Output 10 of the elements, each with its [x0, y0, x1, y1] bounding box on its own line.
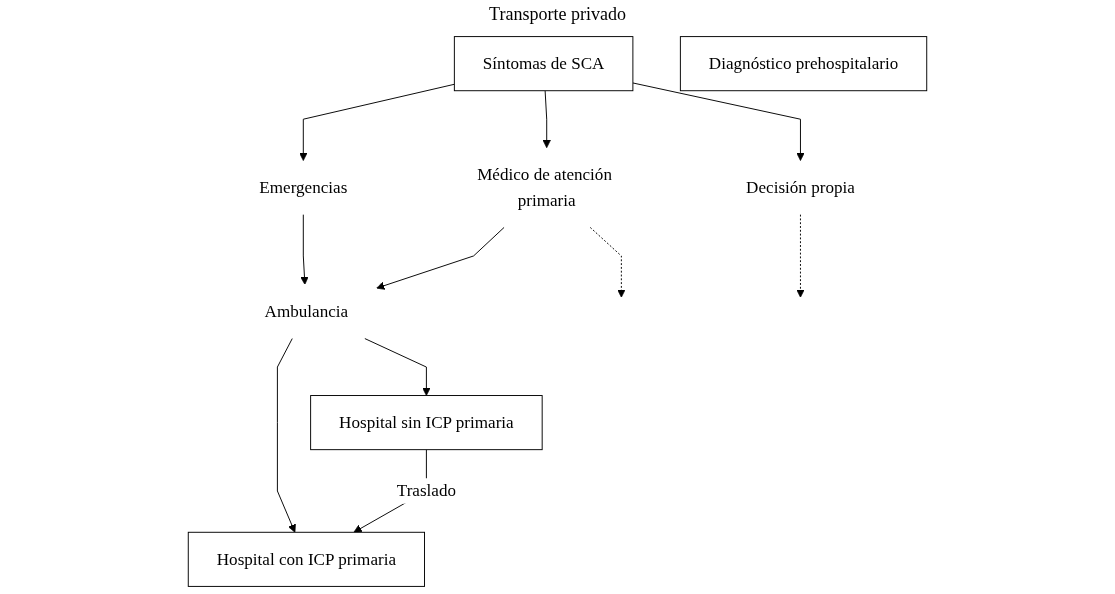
node-text: Médico de atención primaria — [477, 164, 612, 210]
node-text: Ambulancia — [264, 301, 349, 321]
node-box: Diagnóstico prehospitalario — [679, 36, 928, 92]
note-label: Transporte privado — [489, 4, 626, 24]
edge-label: Traslado — [396, 481, 456, 500]
node-text: Emergencias — [259, 177, 348, 197]
node-box: Hospital con ICP primaria — [187, 531, 425, 587]
node-box: Síntomas de SCA — [453, 36, 634, 92]
node-box: Hospital sin ICP primaria — [310, 395, 543, 451]
node-text: Decisión propia — [746, 177, 855, 197]
